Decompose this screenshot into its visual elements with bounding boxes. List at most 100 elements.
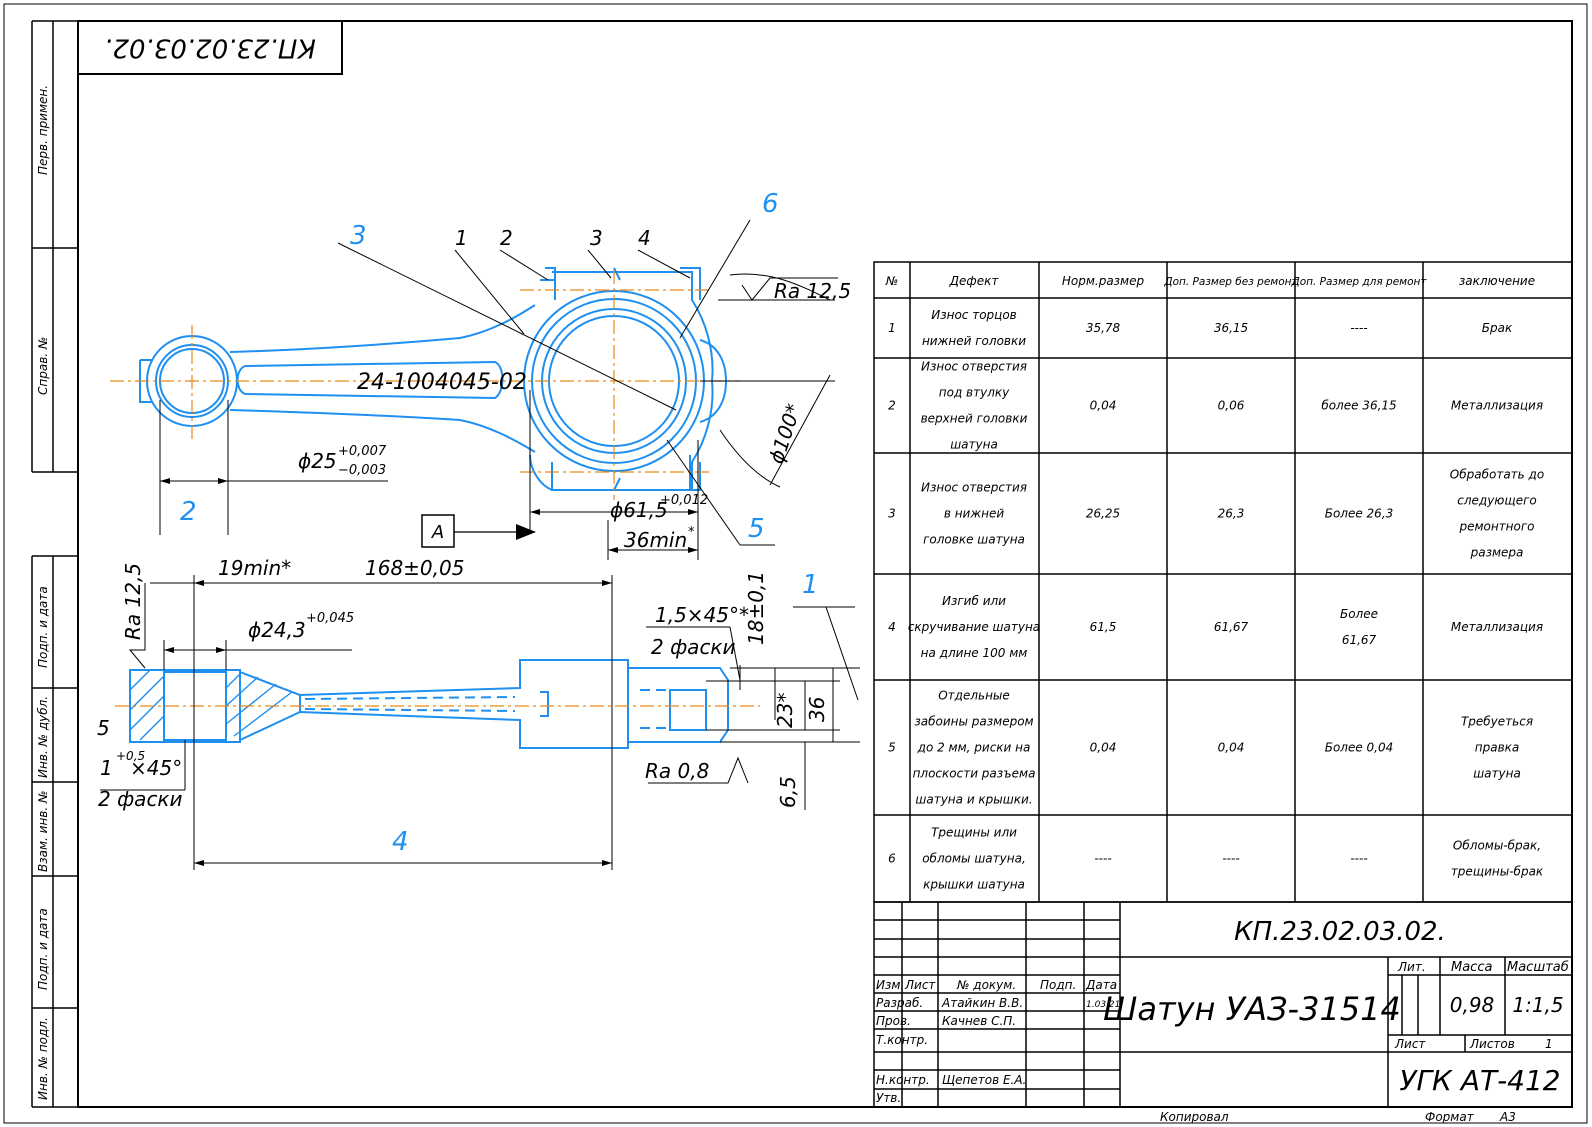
- defect-cell-no: 4: [888, 620, 896, 634]
- th-no: №: [885, 274, 898, 288]
- tb-kopiroval: Копировал: [1160, 1110, 1229, 1124]
- side-label-inv-podl: Инв. № подл.: [36, 1017, 50, 1100]
- tb-nkontr: Н.контр.: [876, 1073, 930, 1087]
- defect-cell-dop_dlya: Более 0,04: [1325, 741, 1394, 755]
- defect-cell-defect: до 2 мм, риски на: [917, 741, 1031, 755]
- blue-marker-3: 3: [350, 221, 367, 251]
- defect-cell-concl: трещины-брак: [1451, 865, 1544, 879]
- rough-12-5-top: Ra 12,5: [774, 279, 851, 303]
- dim-chamfer-top: 1,5×45°*: [655, 603, 749, 627]
- defect-cell-defect: в нижней: [944, 507, 1005, 521]
- dim-36min: 36min: [624, 528, 687, 552]
- defect-table-grid: [873, 261, 1573, 903]
- view-a-label: A: [431, 522, 444, 543]
- blue-marker-6: 6: [762, 189, 779, 219]
- defect-cell-dop_dlya: Более: [1340, 607, 1378, 621]
- defect-cell-concl: Металлизация: [1451, 399, 1543, 413]
- blue-marker-5: 5: [748, 514, 765, 544]
- defect-cell-defect: на длине 100 мм: [921, 646, 1028, 660]
- defect-cell-defect: шатуна: [950, 438, 998, 452]
- tb-prov-name: Качнев С.П.: [942, 1014, 1016, 1028]
- title-block-grid: [873, 901, 1573, 1108]
- defect-cell-concl: ремонтного: [1458, 520, 1534, 534]
- side-label-vzam: Взам. инв. №: [36, 791, 50, 872]
- tb-col-dokum: № докум.: [956, 978, 1016, 992]
- callout-4: 4: [638, 226, 651, 250]
- dim-23: 23*: [773, 693, 797, 728]
- defect-cell-no: 3: [888, 507, 896, 521]
- defect-cell-concl: следующего: [1457, 494, 1536, 508]
- side-dashes: [304, 689, 668, 729]
- side-label-podp2: Подп. и дата: [36, 908, 50, 990]
- defect-cell-dop_bez: 61,67: [1214, 620, 1249, 634]
- tb-lit: Лит.: [1397, 960, 1426, 974]
- dim-d25-tol-up: +0,007: [338, 444, 387, 459]
- tb-col-data: Дата: [1085, 978, 1117, 992]
- defect-cell-defect: забоины размером: [914, 715, 1033, 729]
- side-hatch: [129, 669, 293, 741]
- tb-razrab: Разраб.: [876, 996, 923, 1010]
- dim-2-faski-top: 2 фаски: [651, 635, 736, 659]
- defect-cell-defect: нижней головки: [922, 334, 1026, 348]
- dim-chamfer-bot: 1: [100, 756, 113, 780]
- defect-cell-norm: 26,25: [1086, 507, 1120, 521]
- tb-listov-label: Листов: [1469, 1037, 1515, 1051]
- defect-cell-defect: Трещины или: [931, 826, 1017, 840]
- defect-cell-defect: шатуна и крышки.: [915, 793, 1032, 807]
- defect-cell-defect: верхней головки: [921, 412, 1028, 426]
- tb-tkontr: Т.контр.: [876, 1033, 928, 1047]
- blue-marker-2: 2: [180, 497, 197, 527]
- tb-format-val: А3: [1499, 1110, 1516, 1124]
- tb-razrab-date: 1.03.21: [1086, 1000, 1120, 1010]
- dim-d25: ϕ25: [298, 449, 337, 473]
- side-strip: [31, 20, 78, 1108]
- defect-cell-dop_dlya: Более 26,3: [1325, 507, 1394, 521]
- defect-cell-norm: 0,04: [1090, 399, 1117, 413]
- defect-cell-defect: под втулку: [939, 386, 1010, 400]
- defect-table-headers: № Дефект Норм.размер Доп. Размер без рем…: [885, 274, 1535, 288]
- defect-cell-defect: плоскости разъема: [913, 767, 1036, 781]
- defect-cell-norm: 61,5: [1090, 620, 1117, 634]
- view-a-box: [421, 514, 455, 548]
- dim-d100: ϕ100*: [764, 401, 806, 467]
- defect-cell-dop_dlya: ----: [1350, 852, 1367, 866]
- defect-cell-dop_bez: 26,3: [1218, 507, 1245, 521]
- rough-12-5-left: Ra 12,5: [121, 563, 145, 640]
- defect-cell-concl: Обработать до: [1450, 468, 1544, 482]
- tb-col-izm: Изм.: [876, 978, 904, 992]
- defect-cell-norm: 0,04: [1090, 741, 1117, 755]
- defect-cell-dop_bez: ----: [1222, 852, 1239, 866]
- centerlines-top: [110, 270, 740, 500]
- th-dop-bez: Доп. Размер без ремонт: [1163, 276, 1298, 288]
- dim-d24-tol: +0,045: [306, 611, 354, 626]
- tb-col-podp: Подп.: [1040, 978, 1076, 992]
- dim-d25-tol-low: −0,003: [338, 463, 386, 478]
- label-5-left: 5: [97, 716, 110, 740]
- blue-marker-4: 4: [392, 827, 409, 857]
- tb-listov-val: 1: [1545, 1037, 1553, 1051]
- defect-cell-dop_bez: 36,15: [1214, 321, 1248, 335]
- callout-3: 3: [590, 226, 603, 250]
- tb-masshtab: Масштаб: [1507, 960, 1569, 975]
- tb-nkontr-name: Щепетов Е.А.: [942, 1073, 1026, 1087]
- tb-col-list: Лист: [904, 978, 936, 992]
- tb-prov: Пров.: [876, 1014, 911, 1028]
- callout-2: 2: [500, 226, 513, 250]
- defect-cell-defect: скручивание шатуна: [908, 620, 1040, 634]
- defect-cell-defect: Износ отверстия: [921, 360, 1027, 374]
- dims-side: [100, 575, 860, 870]
- defect-cell-norm: ----: [1094, 852, 1111, 866]
- defect-cell-dop_bez: 0,06: [1218, 399, 1245, 413]
- dims-top: [159, 219, 838, 560]
- defect-cell-concl: Металлизация: [1451, 620, 1543, 634]
- defect-cell-dop_bez: 0,04: [1218, 741, 1245, 755]
- arrowheads-top: [160, 478, 698, 553]
- tb-list-label: Лист: [1394, 1037, 1426, 1051]
- dim-d24: ϕ24,3: [248, 618, 306, 642]
- doc-code-rotated: КП.23.02.03.02.: [104, 33, 316, 63]
- defect-cell-dop_dlya: ----: [1350, 321, 1367, 335]
- dim-2-faski-bot: 2 фаски: [98, 787, 183, 811]
- view-a-arrow: [516, 524, 536, 540]
- conrod-side-view: [129, 659, 729, 749]
